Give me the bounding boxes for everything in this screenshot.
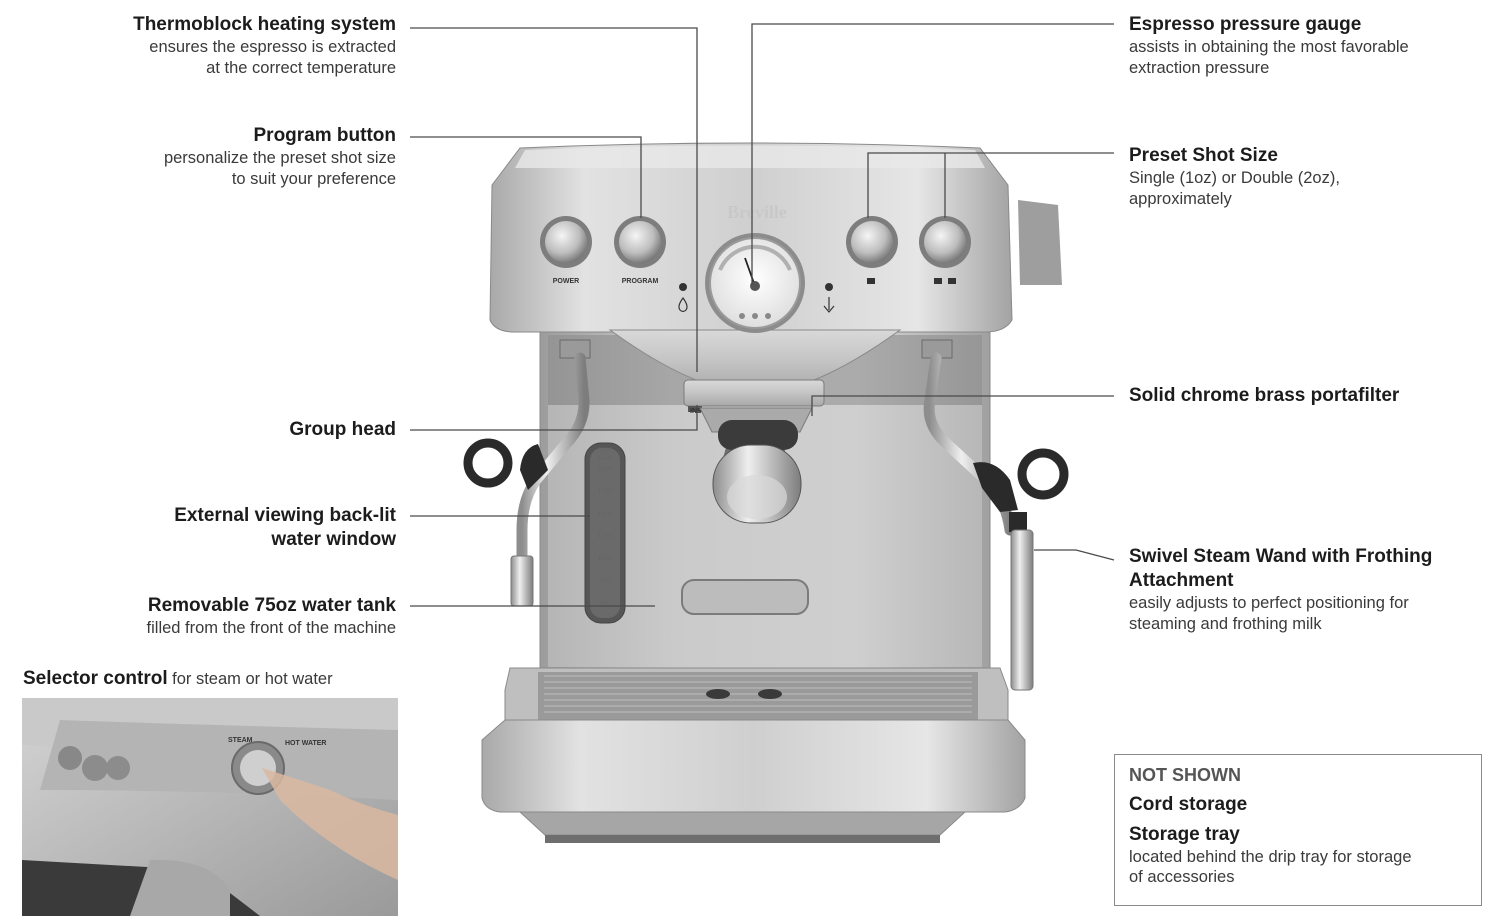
portafilter-handle-collar bbox=[718, 420, 798, 450]
label-water-tank: Removable 75oz water tank filled from th… bbox=[147, 594, 396, 639]
leader-portafilter bbox=[811, 395, 1114, 416]
water-window-title-2: water window bbox=[271, 529, 396, 550]
side-module bbox=[1018, 200, 1062, 285]
not-shown-box: NOT SHOWN Cord storage Storage tray loca… bbox=[1114, 754, 1482, 906]
hot-water-wand bbox=[463, 339, 591, 607]
thermoblock-title: Thermoblock heating system bbox=[133, 14, 396, 35]
label-water-window: External viewing back-lit water window bbox=[174, 504, 396, 552]
steam-light bbox=[825, 283, 833, 291]
program-desc-1: personalize the preset shot size bbox=[163, 149, 396, 167]
portafilter: INSERT bbox=[683, 379, 825, 524]
tank-scale-2000: 2000 bbox=[598, 466, 613, 473]
preset-shot-desc-1: Single (1oz) or Double (2oz), bbox=[1129, 169, 1340, 187]
inset-steam-label: STEAM bbox=[228, 737, 253, 744]
tank-scale-500: 500 bbox=[600, 601, 611, 608]
selector-title: Selector control bbox=[23, 668, 168, 689]
pressure-gauge-title: Espresso pressure gauge bbox=[1129, 14, 1362, 35]
leader-program bbox=[410, 136, 642, 218]
leader-pressure-gauge bbox=[751, 23, 1114, 285]
drip-grate bbox=[538, 672, 978, 720]
steam-wand-title-1: Swivel Steam Wand with Frothing bbox=[1129, 546, 1433, 567]
double-shot-button bbox=[924, 221, 966, 263]
leader-thermoblock bbox=[410, 27, 698, 372]
steam-wand bbox=[921, 339, 1069, 691]
program-title: Program button bbox=[253, 125, 397, 146]
label-pressure-gauge: Espresso pressure gauge assists in obtai… bbox=[1129, 13, 1409, 79]
single-cup-icon bbox=[867, 278, 875, 284]
preset-shot-title: Preset Shot Size bbox=[1129, 145, 1278, 166]
group-head bbox=[683, 379, 825, 407]
leader-steam-wand bbox=[1034, 549, 1115, 561]
wand-grip-right bbox=[973, 462, 1018, 512]
program-label: PROGRAM bbox=[622, 278, 659, 285]
portafilter-title: Solid chrome brass portafilter bbox=[1129, 385, 1400, 406]
water-window: 2200 MAX 2000 1750 1500 1250 1000 750 50… bbox=[584, 442, 626, 624]
storage-tray-desc-2: of accessories bbox=[1129, 868, 1235, 886]
tank-scale-2200: 2200 bbox=[598, 447, 613, 454]
power-button bbox=[545, 221, 587, 263]
power-label: POWER bbox=[553, 278, 579, 285]
program-desc-2: to suit your preference bbox=[231, 170, 396, 188]
pressure-gauge-desc-1: assists in obtaining the most favorable bbox=[1129, 38, 1409, 56]
machine-base bbox=[481, 719, 1026, 813]
cord-storage-title: Cord storage bbox=[1129, 794, 1248, 815]
steam-icon bbox=[823, 297, 835, 313]
water-tank-desc: filled from the front of the machine bbox=[146, 619, 396, 637]
selector-desc: for steam or hot water bbox=[172, 670, 333, 688]
water-window-title-1: External viewing back-lit bbox=[174, 505, 396, 526]
leader-lines bbox=[410, 23, 1115, 607]
water-drop-icon bbox=[678, 296, 688, 313]
label-group-head: Group head bbox=[289, 418, 396, 442]
steam-wand-title-2: Attachment bbox=[1129, 570, 1234, 591]
wand-grip-left bbox=[520, 444, 548, 490]
tank-scale-1500: 1500 bbox=[598, 511, 613, 518]
thermoblock-desc-1: ensures the espresso is extracted bbox=[149, 38, 396, 56]
preset-shot-desc-2: approximately bbox=[1129, 190, 1232, 208]
label-portafilter: Solid chrome brass portafilter bbox=[1129, 384, 1399, 408]
thermoblock-desc-2: at the correct temperature bbox=[206, 59, 396, 77]
label-thermoblock: Thermoblock heating system ensures the e… bbox=[133, 13, 396, 79]
double-cup-icon bbox=[934, 278, 942, 284]
label-preset-shot-size: Preset Shot Size Single (1oz) or Double … bbox=[1129, 144, 1340, 210]
selector-inset-photo: STEAM HOT WATER bbox=[22, 698, 398, 916]
control-panel: Breville POWER PROGRAM bbox=[540, 202, 971, 333]
water-tank-title: Removable 75oz water tank bbox=[147, 595, 396, 616]
tank-scale-1250: 1250 bbox=[598, 533, 613, 540]
frothing-attachment bbox=[1010, 529, 1034, 691]
label-program-button: Program button personalize the preset sh… bbox=[164, 124, 396, 190]
hand bbox=[262, 768, 398, 880]
program-button bbox=[619, 221, 661, 263]
leader-preset-single bbox=[867, 152, 1114, 218]
tank-handle bbox=[681, 579, 809, 615]
tank-scale-1750: 1750 bbox=[598, 488, 613, 495]
tank-scale-750: 750 bbox=[600, 578, 611, 585]
steam-wand-desc-2: steaming and frothing milk bbox=[1129, 615, 1322, 633]
brand-logo: Breville bbox=[727, 202, 787, 222]
single-shot-button bbox=[851, 221, 893, 263]
label-steam-wand: Swivel Steam Wand with Frothing Attachme… bbox=[1129, 545, 1432, 635]
storage-tray-title: Storage tray bbox=[1129, 824, 1240, 845]
tank-scale-1000: 1000 bbox=[598, 555, 613, 562]
leader-group-head bbox=[410, 405, 698, 431]
tank-max-label: MAX bbox=[598, 455, 613, 462]
group-head-title: Group head bbox=[289, 419, 396, 440]
storage-tray-desc-1: located behind the drip tray for storage bbox=[1129, 848, 1412, 866]
label-selector-control: Selector control for steam or hot water bbox=[23, 667, 333, 691]
steam-wand-desc-1: easily adjusts to perfect positioning fo… bbox=[1129, 594, 1409, 612]
heat-light bbox=[679, 283, 687, 291]
not-shown-heading: NOT SHOWN bbox=[1129, 765, 1241, 785]
inset-hot-water-label: HOT WATER bbox=[285, 740, 326, 747]
pressure-gauge-desc-2: extraction pressure bbox=[1129, 59, 1270, 77]
